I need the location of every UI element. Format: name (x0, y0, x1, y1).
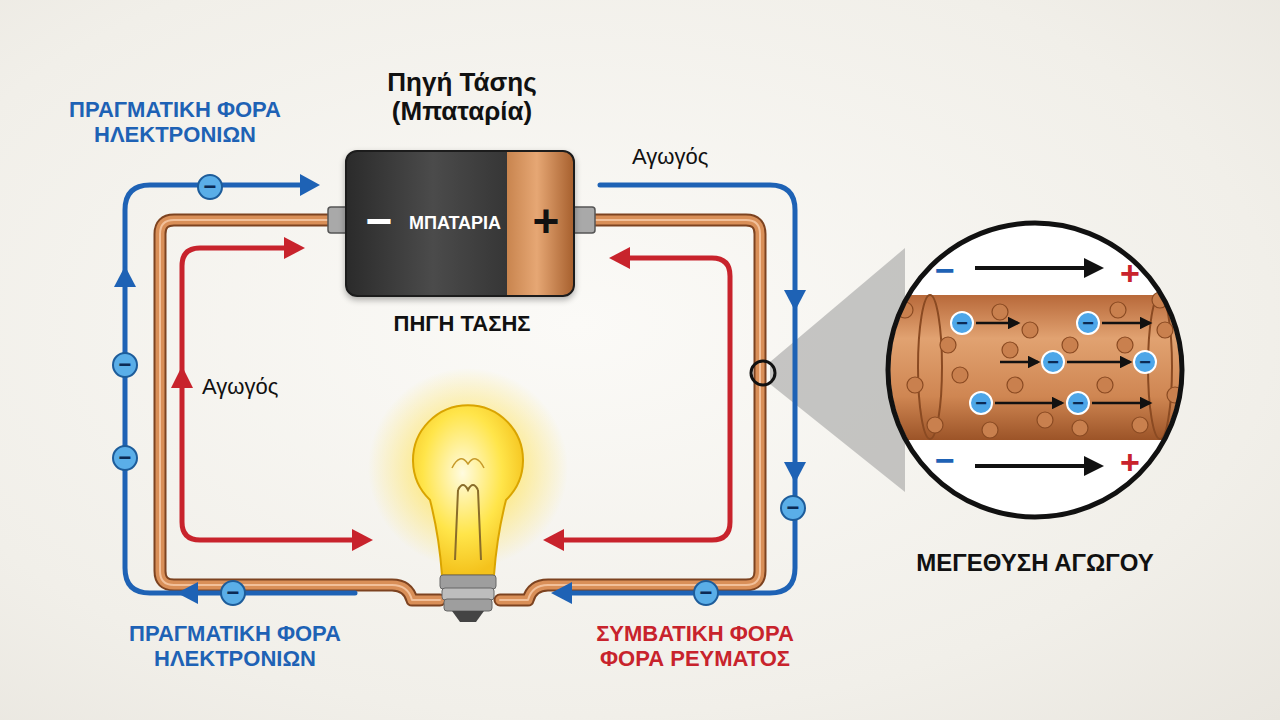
electron-sign: − (113, 353, 137, 377)
electron-sign: − (694, 581, 718, 605)
electron-sign: − (781, 496, 805, 520)
electron-sign: − (969, 391, 993, 415)
conductor-label: Αγωγός (202, 375, 302, 400)
electron-sign: − (950, 311, 974, 335)
polarity-sign: + (1116, 256, 1144, 290)
field-arrow (975, 268, 1100, 466)
source-heading: Πηγή Τάσης (Μπαταρία) (327, 68, 597, 125)
flow-label: ΠΡΑΓΜΑΤΙΚΗ ΦΟΡΑ ΗΛΕΚΤΡΟΝΙΩΝ (15, 98, 335, 147)
battery-body: Πηγή Τάσης (Μπαταρία)−ΜΠΑΤΑΡΙΑ+ΠΗΓΗ ΤΑΣΗ… (345, 150, 575, 297)
polarity-sign: + (523, 198, 569, 244)
conductor-closeup (880, 292, 1190, 440)
zoom-caption: ΜΕΓΕΘΥΣΗ ΑΓΩΓΟΥ (875, 550, 1195, 576)
zoom-cone (770, 248, 905, 492)
electron-sign: − (1076, 311, 1100, 335)
electron-sign: − (198, 175, 222, 199)
electron-sign: − (1066, 391, 1090, 415)
conductor-label: Αγωγός (632, 145, 732, 170)
electron-sign: − (113, 446, 137, 470)
polarity-sign: − (931, 443, 959, 477)
battery-label: ΜΠΑΤΑΡΙΑ (397, 214, 513, 232)
polarity-sign: − (931, 253, 959, 287)
electron-sign: − (1133, 350, 1157, 374)
zoom-spot (751, 361, 775, 385)
electron-sign: − (221, 581, 245, 605)
source-caption: ΠΗΓΗ ΤΑΣΗΣ (327, 312, 597, 336)
light-bulb (413, 405, 523, 622)
polarity-sign: − (359, 198, 399, 244)
flow-label: ΠΡΑΓΜΑΤΙΚΗ ΦΟΡΑ ΗΛΕΚΤΡΟΝΙΩΝ (75, 622, 395, 671)
current-label: ΣΥΜΒΑΤΙΚΗ ΦΟΡΑ ΦΟΡΑ ΡΕΥΜΑΤΟΣ (565, 622, 825, 671)
polarity-sign: + (1116, 445, 1144, 479)
electron-sign: − (1041, 350, 1065, 374)
